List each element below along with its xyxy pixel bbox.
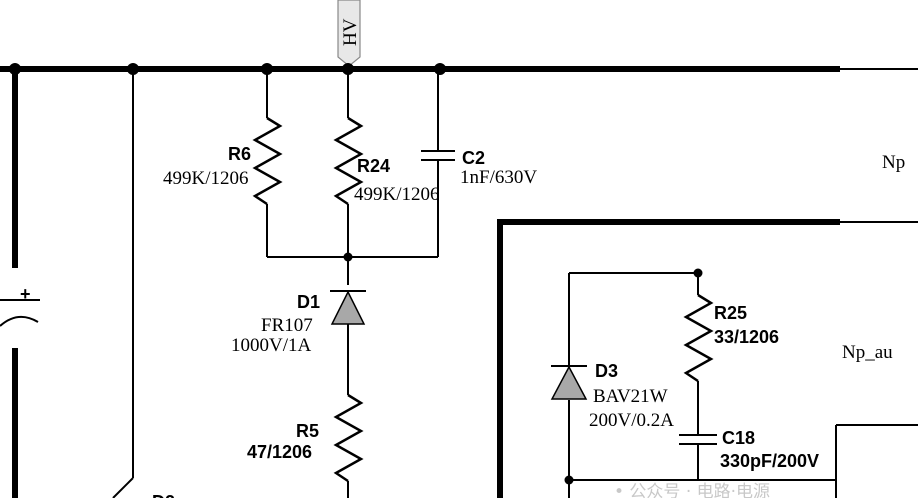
- r5-value: 47/1206: [247, 442, 312, 462]
- junction-dot: [9, 63, 21, 75]
- r24-value: 499K/1206: [354, 184, 440, 205]
- d1-ref: D1: [297, 292, 320, 312]
- bulk-cap-polarity: +: [20, 284, 31, 304]
- junction-dot: [342, 63, 354, 75]
- d3-part: BAV21W: [593, 386, 668, 407]
- d1-diode: [330, 290, 366, 325]
- d3-ref: D3: [595, 361, 618, 381]
- r25-value: 33/1206: [714, 327, 779, 347]
- c18-value: 330pF/200V: [720, 451, 819, 471]
- d3-diode: [550, 365, 588, 400]
- junction-dot: [693, 268, 703, 278]
- d2-ref-partial: D2: [152, 492, 175, 498]
- d1-rating: 1000V/1A: [231, 335, 312, 356]
- c2-value: 1nF/630V: [460, 167, 537, 188]
- r6-ref: R6: [228, 144, 251, 164]
- junction-dot: [434, 63, 446, 75]
- r5-ref: R5: [296, 421, 319, 441]
- np-au-label: Np_au: [842, 342, 893, 363]
- r25-resistor: [683, 293, 714, 383]
- np-label: Np: [882, 152, 905, 173]
- watermark-text: • 公众号 · 电路·电源: [614, 482, 770, 498]
- junction-dot: [261, 63, 273, 75]
- r25-ref: R25: [714, 303, 747, 323]
- junction-dot: [127, 63, 139, 75]
- r6-resistor: [252, 116, 283, 206]
- r24-resistor: [333, 116, 364, 206]
- r6-value: 499K/1206: [163, 168, 249, 189]
- junction-dot: [564, 475, 574, 485]
- hv-net-label: HV: [340, 18, 361, 46]
- r24-ref: R24: [357, 156, 390, 176]
- junction-dot: [343, 252, 353, 262]
- c18-ref: C18: [722, 428, 755, 448]
- wire-to-d2-diag: [112, 477, 134, 498]
- hv-net-flag: [337, 0, 361, 67]
- d1-part: FR107: [261, 315, 313, 336]
- bulk-cap-plate-bottom: [0, 315, 39, 327]
- d3-rating: 200V/0.2A: [589, 410, 674, 431]
- r5-resistor: [333, 393, 364, 483]
- c2-ref: C2: [462, 148, 485, 168]
